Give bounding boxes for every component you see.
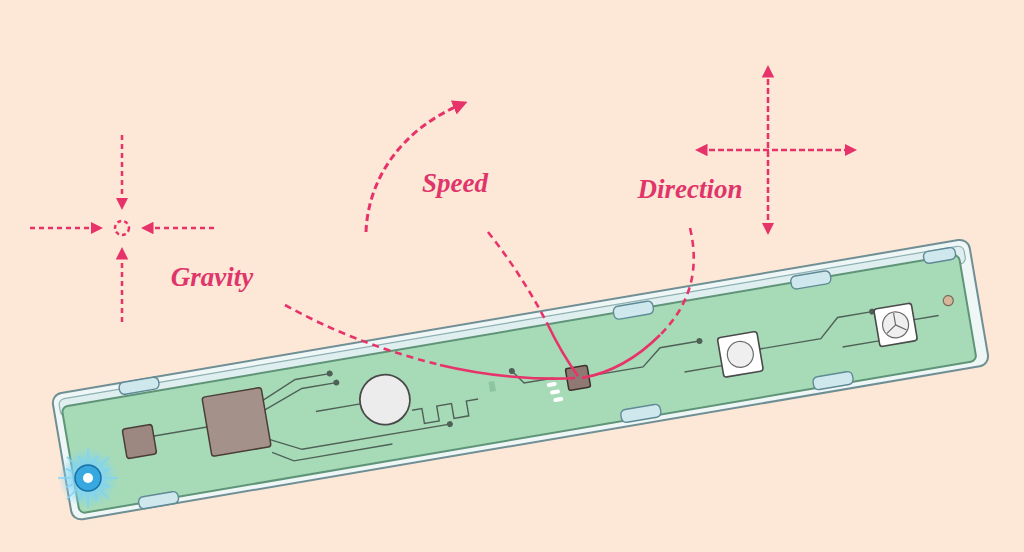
small-chip bbox=[122, 424, 157, 459]
button bbox=[717, 331, 763, 377]
button-top bbox=[725, 339, 755, 369]
arrow-vertical bbox=[767, 70, 770, 230]
direction-leader-solid bbox=[582, 335, 660, 378]
direction-leader bbox=[660, 228, 694, 335]
arrow-down bbox=[121, 135, 124, 205]
speaker bbox=[356, 371, 414, 429]
led-rays bbox=[58, 448, 118, 508]
gravity-center bbox=[115, 221, 129, 235]
speed-arrow bbox=[366, 104, 462, 232]
arrow-up bbox=[121, 252, 124, 322]
power-button bbox=[874, 303, 918, 347]
pcb bbox=[62, 254, 977, 513]
arrow-left bbox=[146, 227, 214, 230]
speed-leader bbox=[488, 232, 548, 325]
arrow-right bbox=[30, 227, 98, 230]
axis-label: Gravity bbox=[171, 263, 253, 293]
traces bbox=[147, 271, 944, 483]
hole bbox=[942, 295, 954, 307]
button-mark bbox=[884, 311, 907, 333]
vias bbox=[326, 279, 882, 446]
axis-label: Direction bbox=[638, 175, 743, 205]
circuit-board bbox=[51, 238, 989, 520]
gravity-symbol bbox=[30, 135, 214, 322]
clips bbox=[118, 241, 974, 509]
speed-leader-solid bbox=[548, 325, 578, 376]
leader-lines bbox=[285, 228, 694, 379]
main-chip bbox=[202, 387, 271, 456]
axis-label: Speed bbox=[422, 169, 488, 199]
marker bbox=[488, 381, 496, 392]
arrow-horizontal bbox=[700, 149, 852, 152]
direction-symbol bbox=[700, 70, 852, 230]
pads bbox=[546, 381, 563, 403]
power-button-top bbox=[881, 310, 911, 340]
led bbox=[58, 448, 118, 508]
gravity-leader-solid bbox=[440, 365, 575, 379]
gravity-leader bbox=[285, 305, 440, 365]
case bbox=[51, 238, 989, 520]
